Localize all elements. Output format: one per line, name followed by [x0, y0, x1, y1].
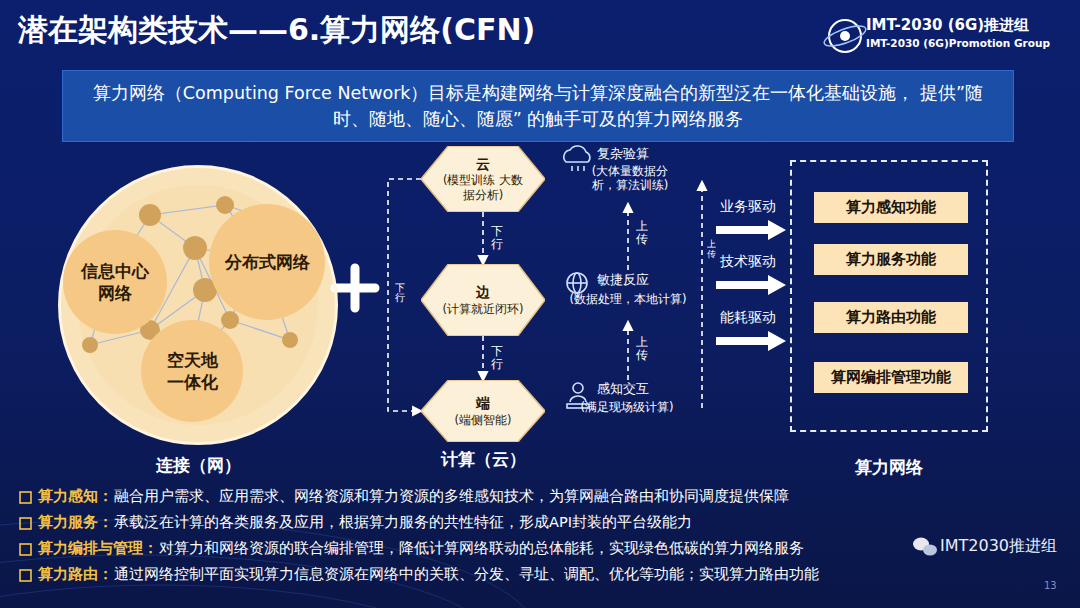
connector-label: 下行 [491, 225, 503, 251]
node-text: 算力服务功能 [846, 250, 936, 269]
network-circle: 连接（网）信息中心网络分布式网络空天地一体化 [58, 165, 338, 445]
network-bubble: 分布式网络 [209, 204, 325, 320]
hexagon-note: (端侧智能) [455, 413, 512, 428]
page-number: 13 [1044, 580, 1057, 593]
flow-label: 上传 [636, 336, 648, 362]
hexagon-note: (计算就近闭环) [443, 302, 524, 317]
hexagon-title: 端 [476, 394, 490, 412]
connector-label: 下行 [491, 345, 503, 371]
driver-label: 业务驱动 [720, 198, 776, 216]
bullet-term: 算力感知： [38, 487, 113, 505]
dashed-connector [482, 336, 484, 380]
connector-label: 下行 [395, 283, 405, 304]
stage-note: (大体量数据分 析，算法训练) [585, 164, 675, 193]
hexagon-title: 边 [476, 283, 490, 301]
node-text: 算力路由功能 [846, 308, 936, 327]
function-box: 算力服务功能 [814, 244, 968, 275]
logo-text: IMT-2030 (6G)推进组 [866, 16, 1029, 35]
hexagon-outline [421, 380, 545, 442]
function-box: 算力感知功能 [814, 192, 968, 223]
hexagon-title: 云 [476, 155, 490, 173]
function-box: 算力路由功能 [814, 302, 968, 333]
stage-note: (满足现场级计算) [568, 400, 686, 414]
bullet-term: 算力路由： [38, 565, 113, 583]
driver-label: 能耗驱动 [720, 309, 776, 327]
stage-title: 敏捷反应 [597, 272, 649, 288]
hexagon-outline [421, 264, 545, 336]
bullet-text: 承载泛在计算的各类服务及应用，根据算力服务的共性特征，形成API封装的平台级能力 [114, 513, 692, 531]
function-box: 算网编排管理功能 [814, 362, 968, 393]
dashed-connector [388, 179, 421, 411]
stage-title: 感知交互 [597, 381, 649, 397]
node-text: 算网编排管理功能 [831, 368, 951, 387]
dashed-connector [482, 212, 484, 264]
watermark: IMT2030推进组 [940, 536, 1057, 556]
slide-title: 潜在架构类技术——6.算力网络(CFN) [18, 10, 535, 51]
node-text: 信息中心网络 [79, 260, 151, 304]
column-caption: 计算（云） [423, 449, 543, 470]
bullet-text: 通过网络控制平面实现算力信息资源在网络中的关联、分发、寻址、调配、优化等功能；实… [114, 565, 819, 583]
flow-label: 上传 [636, 220, 648, 246]
function-group: 算力网络算力感知功能算力服务功能算力路由功能算网编排管理功能 [790, 160, 988, 432]
node-text: 分布式网络 [225, 251, 310, 273]
driver-label: 技术驱动 [720, 253, 776, 271]
compute-hexagon: 端(端侧智能) [421, 380, 545, 442]
intro-band: 算力网络（Computing Force Network）目标是构建网络与计算深… [62, 70, 1014, 142]
flow-label: 上传 [707, 240, 716, 260]
network-bubble: 空天地一体化 [141, 320, 243, 422]
bullet-text: 融合用户需求、应用需求、网络资源和算力资源的多维感知技术，为算网融合路由和协同调… [114, 487, 789, 505]
compute-hexagon: 云(模型训练 大数据分析) [421, 146, 545, 212]
logo-subtext: IMT-2030 (6G)Promotion Group [866, 37, 1050, 50]
network-bubble: 信息中心网络 [63, 230, 167, 334]
compute-hexagon: 边(计算就近闭环) [421, 264, 545, 336]
stage-title: 复杂验算 [597, 146, 649, 162]
node-text: 空天地一体化 [163, 349, 221, 393]
node-text: 算力网络（Computing Force Network）目标是构建网络与计算深… [91, 80, 985, 133]
group-caption: 连接（网） [21, 454, 375, 477]
stage-note: (数据处理，本地计算) [566, 292, 690, 306]
hexagon-note: (模型训练 大数据分析) [441, 173, 525, 203]
bullet-term: 算力服务： [38, 513, 113, 531]
group-caption: 算力网络 [752, 456, 1026, 479]
node-text: 算力感知功能 [846, 198, 936, 217]
bullet-term: 算力编排与管理： [38, 539, 158, 557]
hexagon-outline [421, 146, 545, 212]
bullet-text: 对算力和网络资源的联合编排管理，降低计算网络联动的总体能耗，实现绿色低碳的算力网… [159, 539, 804, 557]
